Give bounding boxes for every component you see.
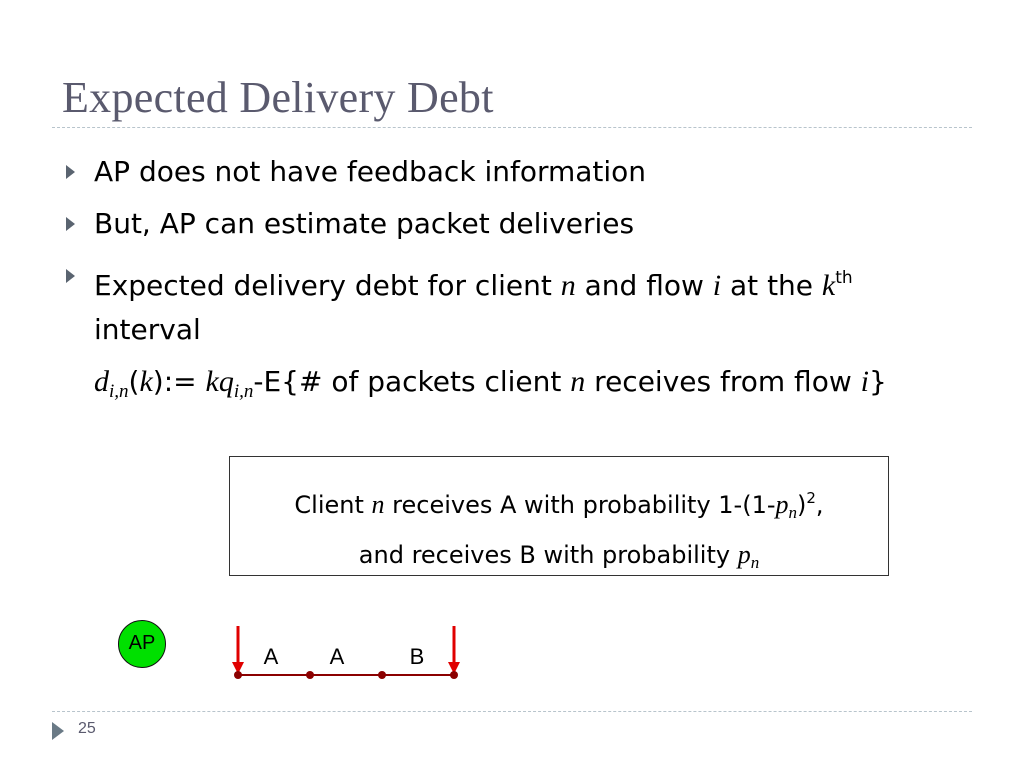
box-sup-2: 2 (806, 489, 816, 507)
slot-label-a1: A (264, 644, 279, 669)
formula-d: d (94, 365, 109, 398)
superscript-th: th (835, 268, 853, 288)
bullet-arrow-icon (66, 269, 75, 283)
box-text: Client (294, 491, 372, 519)
bullet-item: But, AP can estimate packet deliveries (62, 204, 962, 244)
box-line-1: Client n receives A with probability 1-(… (230, 477, 888, 534)
bullet-text: interval (94, 313, 201, 346)
formula-text: ( (128, 365, 140, 398)
formula-text: } (868, 365, 887, 398)
bullet-text: AP does not have feedback information (94, 155, 647, 188)
interval-start-arrow (232, 626, 244, 674)
box-var-p: p (737, 540, 751, 569)
formula-text: receives from flow (585, 365, 861, 398)
formula-i: i (860, 365, 869, 398)
debt-formula: di,n(k):= kqi,n-E{# of packets client n … (62, 362, 962, 412)
var-n: n (560, 269, 576, 302)
formula-text: ):= (152, 365, 206, 398)
bullet-item: Expected delivery debt for client n and … (62, 256, 962, 352)
formula-sub: i,n (233, 381, 254, 402)
bullet-text: Expected delivery debt for client (94, 269, 561, 302)
probability-box: Client n receives A with probability 1-(… (229, 456, 889, 576)
ap-node: AP (118, 620, 166, 668)
slot-node (234, 671, 242, 679)
formula-kq: kq (205, 365, 234, 398)
page-number: 25 (78, 720, 96, 737)
slot-node (306, 671, 314, 679)
box-text: and receives B with probability (358, 541, 738, 569)
slot-label-b: B (410, 644, 425, 669)
formula-n: n (570, 365, 586, 398)
slot-node (378, 671, 386, 679)
footer-divider (52, 711, 972, 712)
box-text: ) (797, 491, 807, 519)
formula-sub: i,n (109, 381, 129, 402)
interval-end-arrow (448, 626, 460, 674)
slot-label-a2: A (330, 644, 345, 669)
formula-text: -E{# of packets client (253, 365, 571, 398)
box-sub-n: n (788, 503, 798, 522)
var-i: i (712, 269, 722, 302)
bullet-arrow-icon (66, 217, 75, 231)
title-divider (52, 127, 972, 128)
slot-node (450, 671, 458, 679)
bullet-text: But, AP can estimate packet deliveries (94, 207, 635, 240)
box-var-p: p (775, 490, 789, 519)
bullet-text: and flow (575, 269, 713, 302)
footer-arrow-icon (52, 722, 64, 740)
slide-title: Expected Delivery Debt (62, 73, 494, 122)
formula-k: k (139, 365, 153, 398)
var-k: k (821, 269, 836, 302)
bullet-item: AP does not have feedback information (62, 152, 962, 192)
box-line-2: and receives B with probability pn (230, 534, 888, 584)
box-text: , (815, 491, 824, 519)
bullet-text: at the (721, 269, 822, 302)
box-text: receives A with probability 1-(1- (384, 491, 776, 519)
box-var-n: n (371, 490, 385, 519)
box-sub-n: n (750, 553, 760, 572)
bullet-arrow-icon (66, 165, 75, 179)
bullet-list: AP does not have feedback information Bu… (62, 152, 962, 412)
